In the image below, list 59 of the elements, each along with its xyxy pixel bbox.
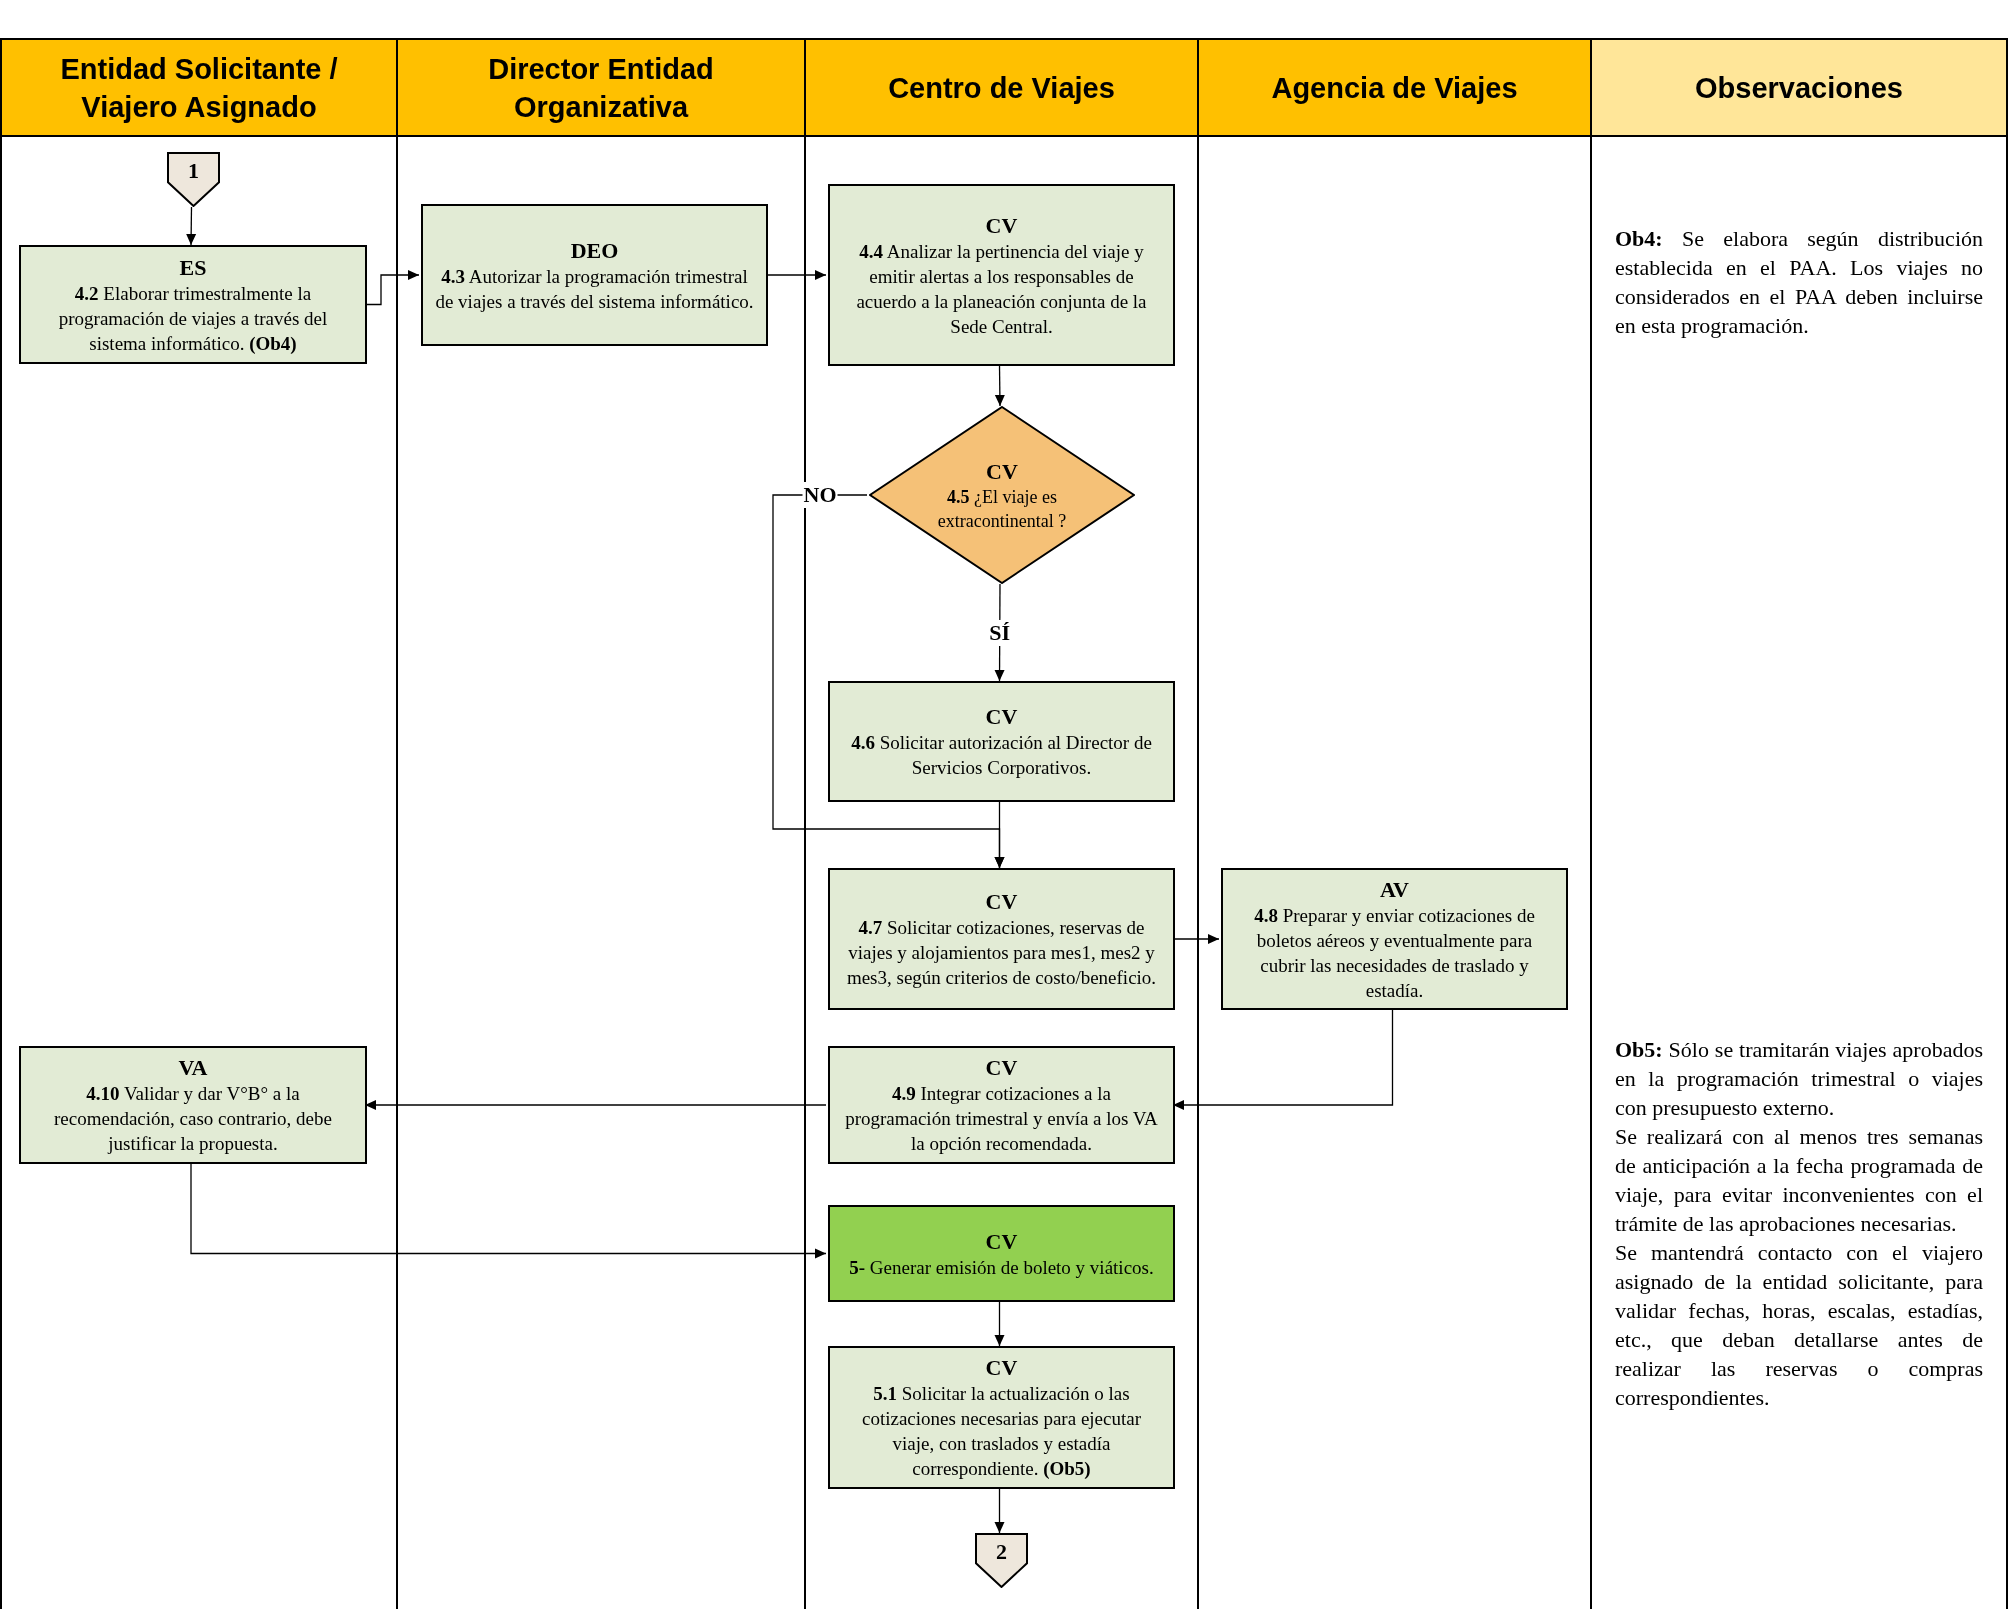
question-text: 4.5 ¿El viaje es extracontinental ? bbox=[936, 485, 1068, 533]
process-box bbox=[828, 184, 1175, 366]
edge-label: NO bbox=[802, 482, 838, 508]
actor-code: CV bbox=[985, 211, 1018, 239]
actor-code: DEO bbox=[570, 236, 619, 264]
lane-header: Centro de Viajes bbox=[806, 38, 1197, 137]
decision-diamond bbox=[869, 406, 1135, 584]
arrow bbox=[186, 206, 197, 246]
note-text: Se realizará con al menos tres semanas de anticipación a la fecha programada de viaje, para evitar inconvenientes con el trámite de las aprobaciones necesarias. bbox=[1615, 1123, 1983, 1238]
actor-code: CV bbox=[985, 1227, 1018, 1255]
step-text: 4.2 Elaborar trimestralmente la programación de viajes a través del sistema informático. (Ob4) bbox=[57, 281, 329, 356]
process-box bbox=[19, 245, 367, 364]
process-box bbox=[19, 1046, 367, 1164]
process-box bbox=[828, 868, 1175, 1010]
actor-code: CV bbox=[985, 888, 1018, 915]
actor-code: VA bbox=[178, 1054, 208, 1081]
process-box bbox=[421, 204, 768, 346]
swimlane bbox=[1197, 38, 1590, 1609]
arrow bbox=[994, 1301, 1005, 1347]
step-text: 4.10 Validar y dar V°B° a la recomendación, caso contrario, debe justificar la propuesta. bbox=[53, 1082, 333, 1156]
offpage-connector bbox=[167, 152, 220, 207]
step-text: 4.9 Integrar cotizaciones a la programación trimestral y envía a los VA la opción recomendada. bbox=[844, 1082, 1159, 1156]
offpage-connector bbox=[975, 1533, 1028, 1588]
lane-header: Entidad Solicitante / Viajero Asignado bbox=[2, 38, 396, 137]
process-box bbox=[828, 1346, 1175, 1489]
actor-code: CV bbox=[985, 1354, 1018, 1381]
step-text: 5.1 Solicitar la actualización o las cotizaciones necesarias para ejecutar viaje, con traslados y estadía correspondiente. (Ob5) bbox=[861, 1382, 1142, 1481]
process-box bbox=[828, 1205, 1175, 1302]
lane-header: Director Entidad Organizativa bbox=[398, 38, 804, 137]
step-text: 4.4 Analizar la pertinencia del viaje y emitir alertas a los responsables de acuerdo a la planeación conjunta de la Sede Central. bbox=[855, 239, 1148, 339]
step-text: 4.8 Preparar y enviar cotizaciones de boletos aéreos y eventualmente para cubrir las necesidades de traslado y estadía. bbox=[1253, 903, 1536, 1003]
actor-code: AV bbox=[1380, 875, 1409, 903]
lane-header: Agencia de Viajes bbox=[1199, 38, 1590, 137]
step-text: 4.3 Autorizar la programación trimestral de viajes a través del sistema informático. bbox=[434, 264, 755, 314]
lane-header: Observaciones bbox=[1592, 38, 2006, 137]
actor-code: CV bbox=[985, 1054, 1018, 1081]
step-text: 4.7 Solicitar cotizaciones, reservas de viajes y alojamientos para mes1, mes2 y mes3, según criterios de costo/beneficio. bbox=[845, 916, 1158, 990]
swimlane bbox=[396, 38, 804, 1609]
connector-number: 1 bbox=[187, 158, 200, 184]
actor-code: CV bbox=[986, 457, 1018, 485]
step-text: 4.6 Solicitar autorización al Director de Servicios Corporativos. bbox=[850, 731, 1153, 780]
swimlane bbox=[1590, 38, 2008, 1609]
connector-number: 2 bbox=[995, 1539, 1008, 1565]
arrow bbox=[190, 1163, 827, 1259]
process-box bbox=[828, 681, 1175, 802]
note-text: Se mantendrá contacto con el viajero asignado de la entidad solicitante, para validar fechas, horas, escalas, estadías, etc., que deban detallarse antes de realizar las reservas o compras correspondientes. bbox=[1615, 1239, 1983, 1412]
process-box bbox=[1221, 868, 1568, 1010]
step-text: 5- Generar emisión de boleto y viáticos. bbox=[849, 1255, 1154, 1280]
swimlane bbox=[0, 38, 396, 1609]
arrow bbox=[994, 365, 1005, 407]
swimlane bbox=[804, 38, 1197, 1609]
process-box bbox=[828, 1046, 1175, 1164]
actor-code: CV bbox=[985, 703, 1018, 730]
note-text: Ob5: Sólo se tramitarán viajes aprobados en la programación trimestral o viajes con presupuesto externo. bbox=[1615, 1036, 1983, 1122]
edge-label: SÍ bbox=[988, 619, 1012, 646]
arrow bbox=[994, 801, 1005, 869]
note-text: Ob4: Se elabora según distribución establecida en el PAA. Los viajes no considerados en el PAA deben incluirse en esta programación. bbox=[1615, 225, 1983, 340]
actor-code: ES bbox=[179, 253, 207, 281]
arrow bbox=[994, 1488, 1005, 1534]
